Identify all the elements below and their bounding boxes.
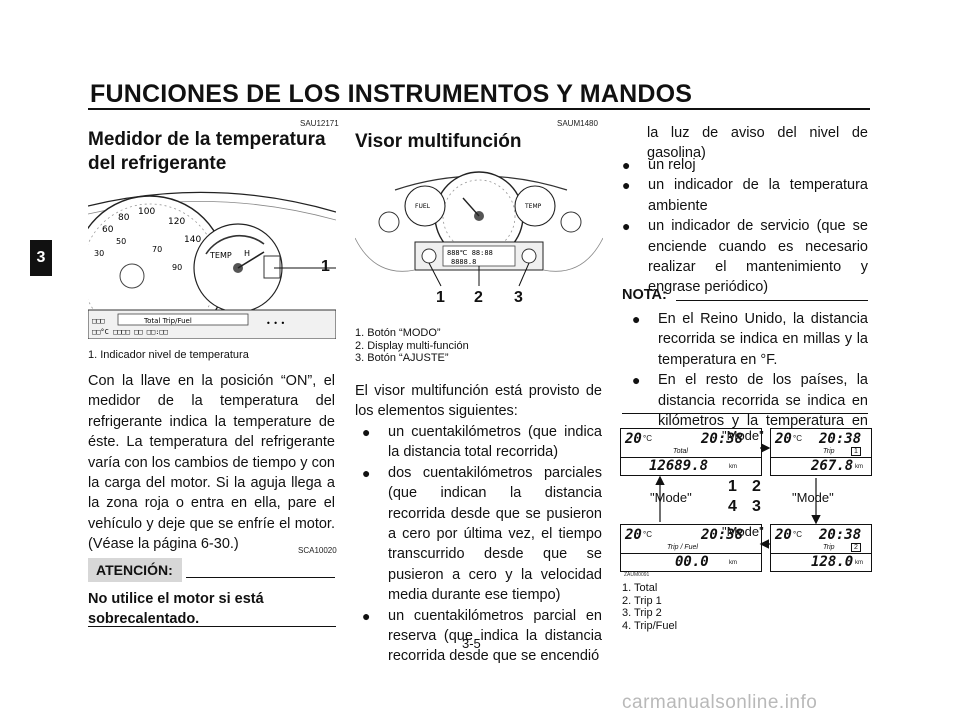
- caption-line: 3. Botón “AJUSTE”: [355, 352, 449, 364]
- svg-text:30: 30: [94, 249, 104, 258]
- nota-rule: [676, 300, 868, 301]
- svg-text:□□°C □□□□ □□ □□:□□: □□°C □□□□ □□ □□:□□: [92, 328, 168, 336]
- diagram-number-4: 4: [728, 498, 737, 515]
- list-item: En el Reino Unido, la distancia recorrid…: [632, 309, 868, 370]
- coolant-gauge-figure: 60 80 100 120 140 160 50 30 70 90 TEMP H…: [88, 184, 336, 339]
- diagram-ref-code: ZAUM0091: [624, 572, 650, 578]
- svg-text:100: 100: [138, 207, 155, 217]
- mode-label-right: "Mode": [792, 490, 834, 505]
- caption-line: 4. Trip/Fuel: [622, 619, 678, 632]
- diagram-number-1: 1: [728, 478, 737, 495]
- diagram-number-3: 3: [752, 498, 761, 515]
- multifunction-intro: El visor multifunción está provisto de l…: [355, 383, 602, 420]
- svg-text:FUEL: FUEL: [415, 203, 431, 210]
- nota-label: NOTA:: [622, 287, 667, 303]
- svg-text:Total Trip/Fuel: Total Trip/Fuel: [143, 317, 192, 325]
- mode-label-top: "Mode": [722, 428, 764, 443]
- figure-caption: 1. Indicador nivel de temperatura: [88, 349, 249, 361]
- list-item: un cuentakilómetros parcial en reserva (…: [362, 606, 602, 667]
- figure-captions: 1. Botón “MODO” 2. Display multi-función…: [355, 327, 469, 365]
- diagram-captions: 1. Total 2. Trip 1 3. Trip 2 4. Trip/Fue…: [622, 582, 677, 632]
- section-code: SAU12171: [300, 119, 339, 128]
- lcd-display-trip2: 20 °C 20:38 Trip 2 128.0 km: [770, 524, 872, 572]
- svg-text:TEMP: TEMP: [524, 203, 542, 210]
- diagram-number-2: 2: [752, 478, 761, 495]
- lcd-display-trip-fuel: 20 °C 20:38 Trip / Fuel 00.0 km: [620, 524, 762, 572]
- display-callout-1: 1: [436, 289, 445, 306]
- page-header-title: FUNCIONES DE LOS INSTRUMENTOS Y MANDOS: [90, 80, 693, 108]
- display-callout-3: 3: [514, 289, 523, 306]
- header-rule: [88, 108, 870, 110]
- svg-text:TEMP: TEMP: [209, 251, 232, 260]
- section-heading: Visor multifunción: [355, 131, 522, 152]
- warning-label: ATENCIÓN:: [96, 562, 173, 578]
- svg-text:80: 80: [118, 213, 130, 223]
- mode-label-left: "Mode": [650, 490, 692, 505]
- mode-label-bottom: "Mode": [722, 524, 764, 539]
- warning-code: SCA10020: [298, 546, 337, 555]
- svg-text:50: 50: [116, 237, 126, 246]
- svg-text:70: 70: [152, 245, 162, 254]
- watermark: carmanualsonline.info: [622, 692, 818, 713]
- svg-text:• • •: • • •: [266, 319, 285, 328]
- nota-bottom-rule: [622, 413, 868, 414]
- list-item: un indicador de la temperatura ambiente: [622, 175, 868, 216]
- lcd-display-total: 20 °C 20:38 Total 12689.8 km: [620, 428, 762, 476]
- features-bullet-list: un reloj un indicador de la temperatura …: [622, 155, 868, 298]
- svg-text:60: 60: [102, 225, 114, 235]
- page-number: 3-5: [462, 636, 481, 651]
- caption-line: 3. Trip 2: [622, 607, 662, 619]
- list-item: un indicador de servicio (que se enciend…: [622, 216, 868, 298]
- section-code: SAUM1480: [557, 119, 598, 128]
- list-item: un reloj: [622, 155, 868, 176]
- list-item: dos cuentakilómetros parciales (que indi…: [362, 463, 602, 606]
- caption-line: 1. Total: [622, 582, 658, 594]
- list-item: un cuentakilómetros (que indica la dista…: [362, 422, 602, 463]
- display-callout-2: 2: [474, 289, 483, 306]
- mode-cycle-arrows: [655, 443, 821, 549]
- warning-text: No utilice el motor si está sobrecalenta…: [88, 591, 264, 627]
- section-heading: Medidor de la temperatura del refrigeran…: [88, 129, 326, 174]
- svg-text:140: 140: [184, 235, 201, 245]
- multifunction-bullet-list: un cuentakilómetros (que indica la dista…: [362, 422, 602, 667]
- svg-text:H: H: [244, 249, 250, 258]
- gauge-callout-number: 1: [321, 258, 330, 275]
- svg-text:8888.8: 8888.8: [451, 258, 476, 266]
- svg-text:120: 120: [168, 217, 185, 227]
- warning-rule-top: [186, 577, 335, 578]
- caption-line: 2. Trip 1: [622, 594, 662, 607]
- caption-line: 1. Botón “MODO”: [355, 327, 441, 339]
- chapter-tab: 3: [30, 240, 52, 276]
- svg-text:888℃ 88:88: 888℃ 88:88: [447, 249, 493, 257]
- mode-cycle-diagram: 20 °C 20:38 Total 12689.8 km 20 °C 20:38…: [620, 420, 872, 606]
- caption-line: 2. Display multi-función: [355, 339, 469, 352]
- coolant-paragraph: Con la llave en la posición “ON”, el med…: [88, 373, 335, 553]
- svg-text:□□□: □□□: [92, 317, 105, 325]
- svg-text:90: 90: [172, 263, 182, 272]
- multifunction-display-figure: FUEL TEMP 888℃ 88:88 8888.8: [355, 168, 603, 320]
- lcd-display-trip1: 20 °C 20:38 Trip 1 267.8 km: [770, 428, 872, 476]
- warning-label-box: ATENCIÓN:: [88, 558, 182, 582]
- warning-rule-bottom: [88, 626, 336, 627]
